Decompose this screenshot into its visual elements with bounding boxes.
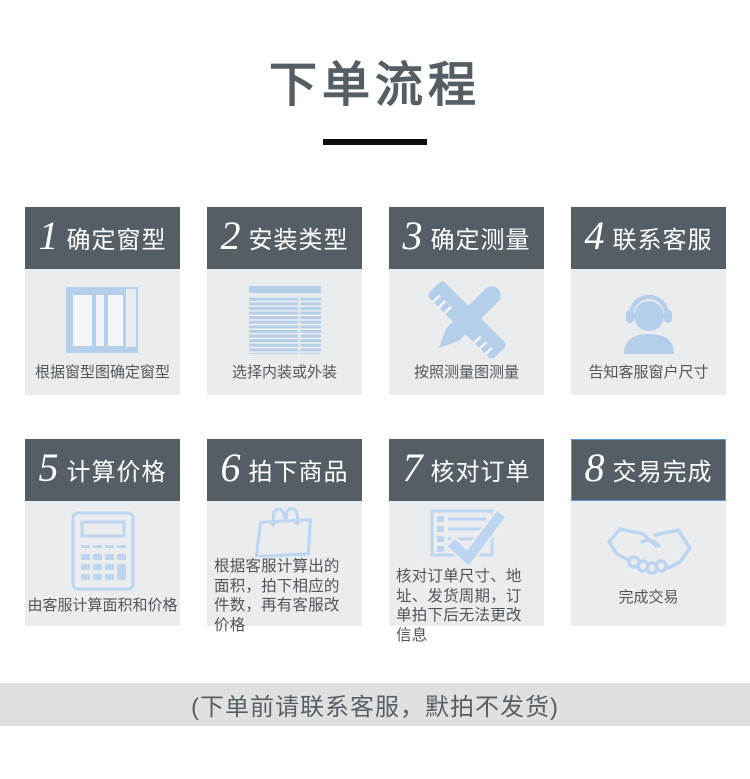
step-card-5: 5 计算价格 由客服计 bbox=[25, 438, 180, 626]
step-card-7: 7 核对订单 核对订单尺寸、地址、发货周期，订单拍下后无法更改信息 bbox=[389, 438, 544, 644]
step-caption: 完成交易 bbox=[618, 589, 679, 607]
shopping-bag-icon bbox=[211, 505, 358, 557]
step-title: 确定窗型 bbox=[66, 227, 167, 255]
step-1-body: 根据窗型图确定窗型 bbox=[25, 268, 180, 395]
step-3-body: 按照测量图测量 bbox=[389, 268, 544, 395]
step-card-6: 6 拍下商品 根据客服计算出的面积，拍下相应的件数，再有客服改价格 bbox=[207, 438, 362, 634]
step-card-4: 4 联系客服 告知客服窗户尺寸 bbox=[571, 206, 726, 395]
step-title: 拍下商品 bbox=[248, 459, 349, 487]
step-caption: 选择内装或外装 bbox=[231, 364, 337, 382]
steps-row-2: 5 计算价格 由客服计 bbox=[0, 438, 750, 644]
step-title: 确定测量 bbox=[430, 227, 531, 255]
step-number: 8 bbox=[584, 444, 605, 490]
step-4-body: 告知客服窗户尺寸 bbox=[571, 268, 726, 395]
order-process-header: 下单流程 bbox=[0, 0, 750, 145]
step-4-header: 4 联系客服 bbox=[571, 206, 726, 269]
step-6-body: 根据客服计算出的面积，拍下相应的件数，再有客服改价格 bbox=[207, 500, 362, 634]
blinds-icon bbox=[211, 277, 358, 364]
step-2-header: 2 安装类型 bbox=[207, 206, 362, 269]
step-caption: 由客服计算面积和价格 bbox=[27, 597, 178, 615]
step-5-body: 由客服计算面积和价格 bbox=[25, 500, 180, 626]
step-number: 1 bbox=[38, 212, 59, 258]
step-caption: 核对订单尺寸、地址、发货周期，订单拍下后无法更改信息 bbox=[396, 567, 522, 645]
step-5-header: 5 计算价格 bbox=[25, 438, 180, 501]
step-number: 7 bbox=[402, 444, 423, 490]
step-number: 6 bbox=[220, 444, 241, 490]
step-2-body: 选择内装或外装 bbox=[207, 268, 362, 395]
step-6-header: 6 拍下商品 bbox=[207, 438, 362, 501]
handshake-icon bbox=[575, 505, 722, 589]
step-card-8: 8 交易完成 bbox=[571, 438, 726, 626]
step-caption: 告知客服窗户尺寸 bbox=[588, 364, 709, 382]
step-3-header: 3 确定测量 bbox=[389, 206, 544, 269]
step-title: 交易完成 bbox=[612, 459, 713, 487]
steps-row-1: 1 确定窗型 根据窗型图确定窗型 2 安装类型 bbox=[0, 206, 750, 395]
title-underline bbox=[323, 138, 427, 145]
order-check-icon bbox=[393, 505, 540, 567]
step-7-body: 核对订单尺寸、地址、发货周期，订单拍下后无法更改信息 bbox=[389, 500, 544, 644]
step-caption: 根据窗型图确定窗型 bbox=[34, 364, 170, 382]
step-caption: 根据客服计算出的面积，拍下相应的件数，再有客服改价格 bbox=[214, 557, 340, 635]
footer-notice-band: (下单前请联系客服，默拍不发货) bbox=[0, 682, 750, 726]
step-title: 安装类型 bbox=[248, 227, 349, 255]
step-8-body: 完成交易 bbox=[571, 500, 726, 626]
window-icon bbox=[29, 277, 176, 364]
step-title: 联系客服 bbox=[612, 227, 713, 255]
step-card-2: 2 安装类型 选择内装或外装 bbox=[207, 206, 362, 395]
step-number: 4 bbox=[584, 212, 605, 258]
step-8-header: 8 交易完成 bbox=[571, 438, 726, 501]
step-number: 5 bbox=[38, 444, 59, 490]
headset-agent-icon bbox=[575, 277, 722, 364]
footer-notice-text: (下单前请联系客服，默拍不发货) bbox=[191, 693, 559, 721]
step-title: 核对订单 bbox=[430, 459, 531, 487]
step-card-1: 1 确定窗型 根据窗型图确定窗型 bbox=[25, 206, 180, 395]
step-title: 计算价格 bbox=[66, 459, 167, 487]
calculator-icon bbox=[29, 505, 176, 597]
step-card-3: 3 确定测量 bbox=[389, 206, 544, 395]
page-title: 下单流程 bbox=[268, 59, 481, 112]
step-1-header: 1 确定窗型 bbox=[25, 206, 180, 269]
step-caption: 按照测量图测量 bbox=[413, 364, 519, 382]
step-number: 3 bbox=[402, 212, 423, 258]
ruler-pencil-icon bbox=[393, 277, 540, 364]
step-number: 2 bbox=[220, 212, 241, 258]
step-7-header: 7 核对订单 bbox=[389, 438, 544, 501]
